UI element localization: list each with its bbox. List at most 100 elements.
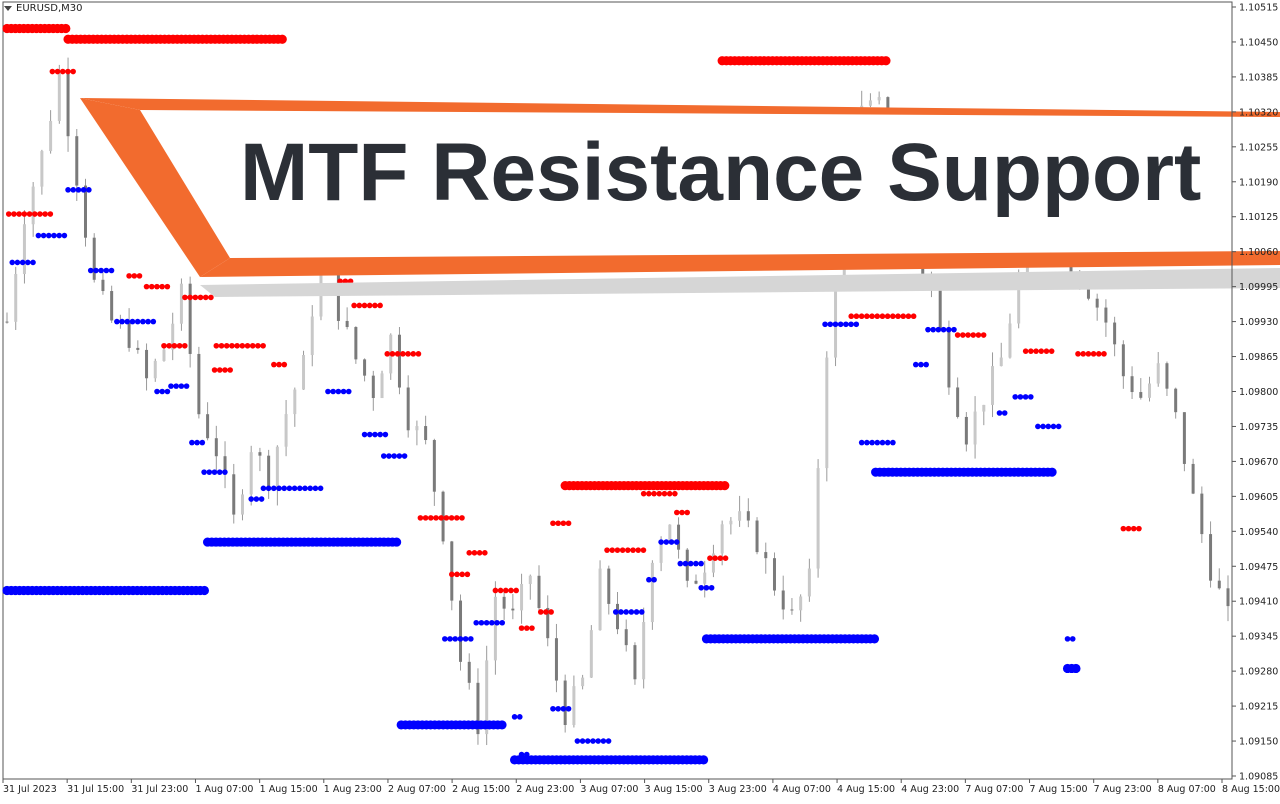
candle-body (1086, 284, 1090, 299)
candle (5, 312, 9, 324)
support-level-dot (307, 485, 314, 492)
candle-body (572, 686, 576, 726)
support-level-dot (935, 326, 942, 333)
candle-body (650, 562, 654, 623)
symbol-text: EURUSD,M30 (16, 3, 83, 14)
resistance-level-dot (905, 313, 912, 320)
support-level-dot (361, 431, 368, 438)
candle-body (546, 607, 550, 639)
support-level-dot (345, 388, 352, 395)
candle (999, 342, 1003, 367)
support-level (189, 439, 206, 446)
resistance-level-dot (351, 302, 357, 309)
candle-body (284, 414, 288, 447)
resistance-level-dot (707, 555, 713, 562)
candle-body (179, 283, 183, 324)
resistance-level (717, 56, 891, 66)
candle-body (1182, 412, 1186, 464)
resistance-level-dot (216, 367, 223, 373)
candle-body (162, 349, 166, 361)
support-level-dot (708, 584, 715, 591)
candle (1200, 486, 1204, 543)
support-level-dot (312, 485, 319, 492)
support-level-dot (837, 321, 844, 328)
candle-body (703, 572, 707, 584)
resistance-level-dot (459, 571, 465, 578)
candle (1165, 361, 1169, 396)
x-tick-label: 3 Aug 15:00 (645, 784, 703, 795)
x-tick-label: 31 Jul 2023 (3, 784, 57, 795)
support-level-dot (879, 439, 886, 446)
support-level-dot (555, 705, 561, 712)
resistance-level-dot (197, 294, 204, 301)
candle-body (877, 97, 881, 101)
candle (188, 276, 192, 368)
candle-body (738, 511, 742, 521)
candle (363, 358, 367, 382)
candle-body (563, 680, 567, 726)
resistance-level (161, 342, 188, 349)
support-level-dot (386, 453, 392, 459)
support-level-dot (600, 738, 607, 744)
support-level-dot (98, 267, 104, 274)
resistance-level-dot (159, 283, 165, 290)
candle (755, 517, 759, 555)
resistance-level-dot (471, 550, 478, 556)
support-level-dot (489, 619, 495, 626)
support-level-dot (579, 738, 586, 744)
candle (546, 595, 550, 647)
candle-body (973, 411, 977, 445)
candle (1139, 378, 1143, 400)
candle (1121, 340, 1125, 389)
candle (354, 326, 358, 364)
support-level (473, 619, 506, 626)
chevron-down-icon[interactable] (4, 6, 12, 11)
symbol-label[interactable]: EURUSD,M30 (4, 3, 82, 14)
support-level-dot (335, 388, 342, 395)
candle (537, 565, 541, 615)
resistance-level-dot (1038, 348, 1045, 354)
candle-body (397, 334, 401, 388)
support-level (87, 267, 115, 274)
candle-body (938, 287, 942, 329)
resistance-level (604, 547, 647, 553)
support-level-dot (827, 321, 834, 328)
support-level-dot (206, 469, 213, 475)
candle (22, 210, 26, 284)
candle-body (57, 72, 61, 121)
support-level-dot (286, 485, 293, 492)
support-level-dot (222, 469, 228, 475)
support-level-dot (30, 259, 36, 266)
support-level-dot (216, 469, 223, 475)
resistance-level-dot (276, 361, 282, 368)
support-level-dot (1027, 394, 1034, 400)
candle-body (607, 568, 611, 604)
candle (127, 308, 131, 352)
support-level-dot (14, 259, 21, 266)
resistance-level-dot (684, 509, 691, 516)
support-level-dot (260, 485, 267, 492)
candle-body (40, 151, 44, 187)
candle-body (807, 568, 811, 597)
resistance-level-dot (722, 555, 729, 562)
support-level (698, 584, 715, 591)
candle-body (781, 590, 785, 610)
resistance-level-dot (255, 342, 261, 349)
support-level-dot (178, 383, 185, 389)
resistance-level-dot (260, 342, 266, 349)
support-level-dot (150, 318, 157, 325)
candle (1191, 458, 1195, 495)
candle (284, 399, 288, 457)
resistance-level-dot (1095, 351, 1102, 357)
candle (816, 459, 820, 578)
support-level-dot (281, 485, 288, 492)
title-banner (80, 98, 1280, 297)
resistance-level-dot (223, 342, 230, 349)
resistance-level-dot (672, 490, 678, 497)
support-level (509, 755, 709, 765)
support-level (1012, 394, 1034, 400)
resistance-level-dot (464, 571, 471, 578)
candle (877, 91, 881, 105)
